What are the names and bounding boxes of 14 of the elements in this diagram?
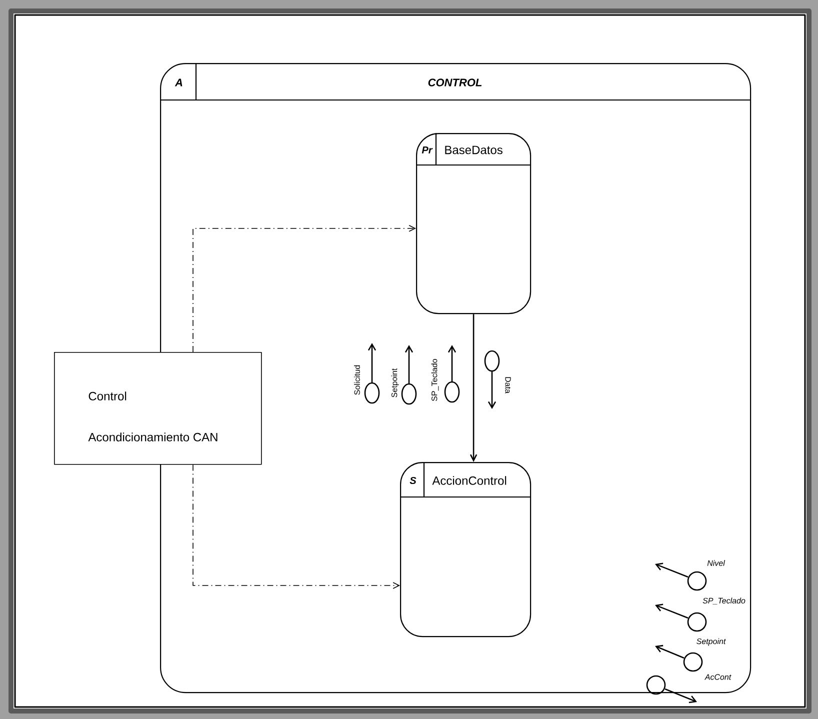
- flow-label: Data: [505, 377, 511, 394]
- flow-label: Setpoint: [391, 368, 399, 398]
- dashed-arrow: [192, 464, 400, 589]
- process-box: S AccionControl: [399, 461, 532, 638]
- process-box: Pr BaseDatos: [415, 132, 532, 314]
- flow-label: AcCont: [704, 674, 732, 680]
- arrow: [470, 314, 478, 462]
- flow-label: Nivel: [707, 560, 726, 566]
- flow-label: Setpoint: [696, 638, 726, 646]
- flow-label: SP_Teclado: [702, 598, 746, 604]
- flow-label: Solicitud: [354, 365, 360, 395]
- flow-label: SP_Teclado: [431, 358, 439, 401]
- dashed-arrow: [192, 225, 416, 352]
- note-box: Control Acondicionamiento CAN: [54, 352, 262, 465]
